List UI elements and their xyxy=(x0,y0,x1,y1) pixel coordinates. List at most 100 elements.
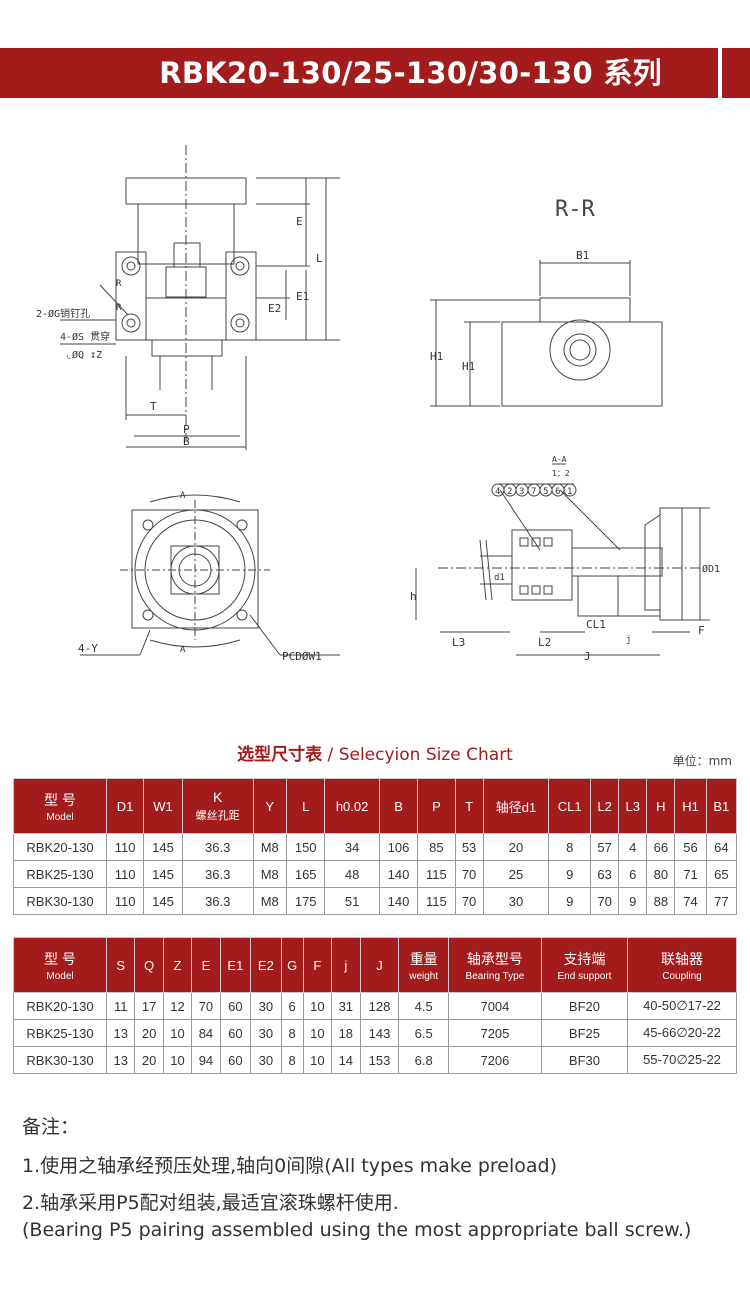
header-p: P xyxy=(417,778,456,834)
table-cell: RBK25-130 xyxy=(13,1019,107,1047)
table-cell: M8 xyxy=(252,887,287,915)
table-cell: 165 xyxy=(285,860,326,888)
label-4y: 4-Y xyxy=(78,642,98,655)
table-cell: 88 xyxy=(646,887,676,915)
table-cell: 6.5 xyxy=(398,1019,449,1047)
table-cell: 94 xyxy=(191,1046,221,1074)
table-cell: 175 xyxy=(285,887,326,915)
table-cell: 71 xyxy=(674,860,707,888)
unit-label: 单位：mm xyxy=(672,754,732,768)
label-h1a: H1 xyxy=(430,350,443,363)
size-chart-title: 选型尺寸表 / Selecyion Size Chart xyxy=(0,740,750,765)
table-cell: 153 xyxy=(359,1046,400,1074)
table-cell: 4.5 xyxy=(398,992,449,1020)
label-e: E xyxy=(296,215,303,228)
table-cell: 140 xyxy=(378,860,419,888)
header-model: 型 号 Model xyxy=(13,778,107,834)
table-cell: 7004 xyxy=(447,992,542,1020)
header-model-en: Model xyxy=(46,811,74,823)
label-e2: E2 xyxy=(268,302,281,315)
note-line-3: (Bearing P5 pairing assembled using the … xyxy=(22,1219,692,1241)
label-a-bottom: A xyxy=(180,645,186,655)
header-j-upper: J xyxy=(359,937,400,993)
table-cell: 128 xyxy=(359,992,400,1020)
header-g: G xyxy=(280,937,304,993)
table-cell: 45-66∅20-22 xyxy=(627,1019,737,1047)
label-cl1: CL1 xyxy=(586,618,606,631)
table-cell: RBK20-130 xyxy=(13,992,107,1020)
technical-drawing: E L E1 E2 R R T P B 2-ØG销钉孔 4-ØS 贯穿 ⌞ØQ … xyxy=(36,145,720,663)
balloon-4: 4 xyxy=(495,487,500,497)
table-cell: 115 xyxy=(417,887,456,915)
header-e: E xyxy=(191,937,221,993)
note-line-2: 2.轴承采用P5配对组装,最适宜滚珠螺杆使用. xyxy=(22,1192,399,1214)
table-cell: 30 xyxy=(250,992,282,1020)
header-model-cn: 型 号 xyxy=(44,791,76,808)
header-d1-shaft: 轴径d1 xyxy=(482,778,550,834)
table-cell: 10 xyxy=(302,1046,333,1074)
chart-title-en: Selecyion Size Chart xyxy=(338,745,513,765)
table-cell: 13 xyxy=(105,1046,136,1074)
table-cell: 51 xyxy=(324,887,380,915)
label-e1: E1 xyxy=(296,290,309,303)
header-support-en: End support xyxy=(557,970,612,982)
notes-title: 备注： xyxy=(22,1116,80,1138)
header-s: S xyxy=(105,937,136,993)
header-b: B xyxy=(378,778,419,834)
table-cell: BF25 xyxy=(540,1019,629,1047)
label-j-upper: J xyxy=(584,650,591,663)
header-k-sub: 螺丝孔距 xyxy=(195,810,240,822)
table-cell: 150 xyxy=(285,833,326,861)
front-view xyxy=(60,145,340,450)
table-cell: 9 xyxy=(548,860,592,888)
header-bearing-cn: 轴承型号 xyxy=(466,950,523,967)
balloon-3: 3 xyxy=(519,487,524,497)
table-cell: 60 xyxy=(219,1019,252,1047)
rr-section-view xyxy=(430,260,663,407)
header-h: H xyxy=(646,778,676,834)
table-cell: 7206 xyxy=(447,1046,542,1074)
table-cell: 18 xyxy=(331,1019,361,1047)
table-cell: BF20 xyxy=(540,992,629,1020)
header-weight-cn: 重量 xyxy=(409,950,438,967)
table-cell: 145 xyxy=(143,833,183,861)
header-z: Z xyxy=(162,937,193,993)
table-cell: 110 xyxy=(105,833,145,861)
table-cell: 31 xyxy=(331,992,361,1020)
label-l: L xyxy=(316,252,323,265)
label-scale: 1：2 xyxy=(552,469,570,478)
table-cell: 36.3 xyxy=(181,860,254,888)
header-q: Q xyxy=(134,937,164,993)
label-r-bottom: R xyxy=(116,303,122,313)
chart-title-sep: / xyxy=(322,745,339,765)
title-banner: RBK20-130/25-130/30-130 系列 xyxy=(0,48,718,98)
label-aa: A-A xyxy=(552,455,567,464)
table-cell: 70 xyxy=(454,887,484,915)
header-support-cn: 支持端 xyxy=(563,950,606,967)
table-cell: 11 xyxy=(105,992,136,1020)
table-cell: 70 xyxy=(191,992,221,1020)
table-cell: 40-50∅17-22 xyxy=(627,992,737,1020)
header-coupling-en: Coupling xyxy=(662,970,702,982)
table-cell: RBK30-130 xyxy=(13,1046,107,1074)
table-cell: RBK25-130 xyxy=(13,860,107,888)
table-cell: 63 xyxy=(590,860,620,888)
label-counterbore: ⌞ØQ ↧Z xyxy=(66,349,102,361)
table-cell: 106 xyxy=(378,833,419,861)
table-cell: 55-70∅25-22 xyxy=(627,1046,737,1074)
table-cell: 6 xyxy=(280,992,304,1020)
label-od1: ØD1 xyxy=(702,563,720,575)
table-cell: RBK20-130 xyxy=(13,833,107,861)
table-cell: 85 xyxy=(417,833,456,861)
table-cell: 25 xyxy=(482,860,550,888)
table-cell: 74 xyxy=(674,887,707,915)
table-cell: 53 xyxy=(454,833,484,861)
